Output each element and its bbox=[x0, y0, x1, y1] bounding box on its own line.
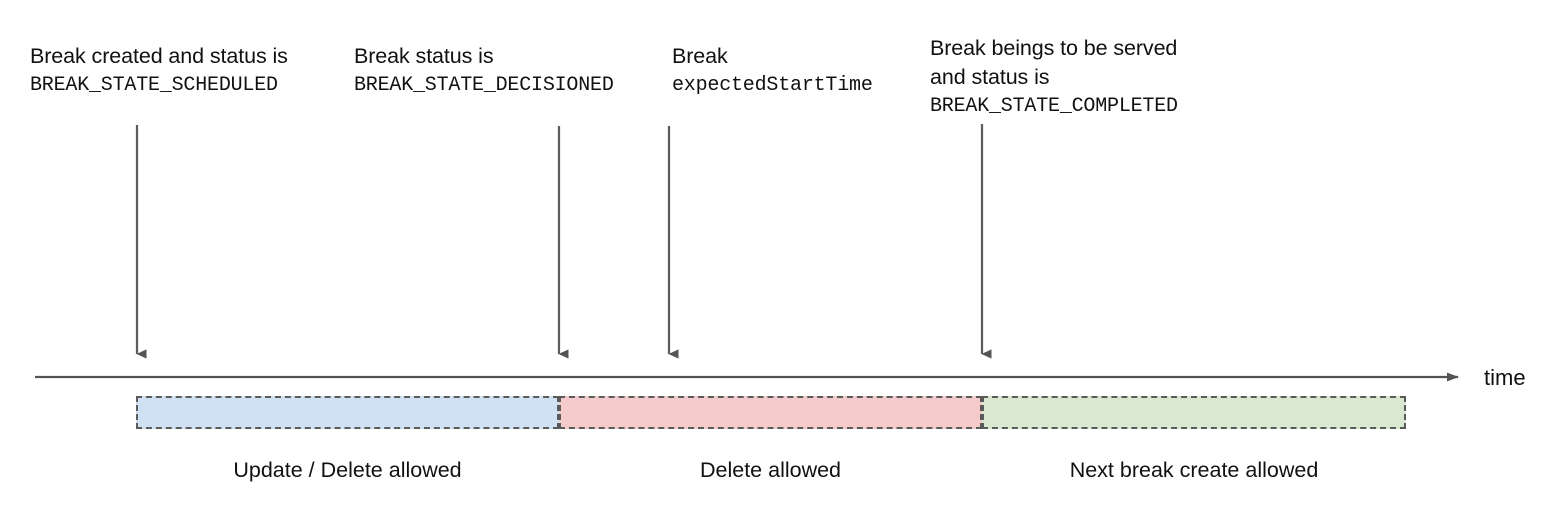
annotation-break-served-completed: Break beings to be served and status is … bbox=[930, 34, 1178, 121]
annotation-line: Break created and status is bbox=[30, 44, 288, 68]
annotation-break-created-scheduled: Break created and status is BREAK_STATE_… bbox=[30, 42, 288, 100]
annotation-break-expected-start-time: Break expectedStartTime bbox=[672, 42, 873, 100]
caption-delete-allowed: Delete allowed bbox=[699, 458, 842, 482]
annotation-line: Break status is bbox=[354, 44, 494, 68]
caption-next-break-create-allowed: Next break create allowed bbox=[1069, 458, 1319, 482]
annotation-line: Break bbox=[672, 44, 728, 68]
annotation-line: Break beings to be served bbox=[930, 36, 1178, 60]
annotation-line-code: BREAK_STATE_COMPLETED bbox=[930, 95, 1178, 118]
annotation-line-code: expectedStartTime bbox=[672, 74, 873, 97]
annotation-break-decisioned: Break status is BREAK_STATE_DECISIONED bbox=[354, 42, 614, 100]
annotation-line: and status is bbox=[930, 65, 1050, 89]
segment-decisioned bbox=[559, 396, 982, 429]
segment-scheduled bbox=[136, 396, 559, 429]
caption-update-delete-allowed: Update / Delete allowed bbox=[233, 458, 462, 482]
annotation-line-code: BREAK_STATE_DECISIONED bbox=[354, 74, 614, 97]
segment-completed bbox=[982, 396, 1406, 429]
time-axis-label: time bbox=[1484, 365, 1526, 390]
annotation-line-code: BREAK_STATE_SCHEDULED bbox=[30, 74, 278, 97]
